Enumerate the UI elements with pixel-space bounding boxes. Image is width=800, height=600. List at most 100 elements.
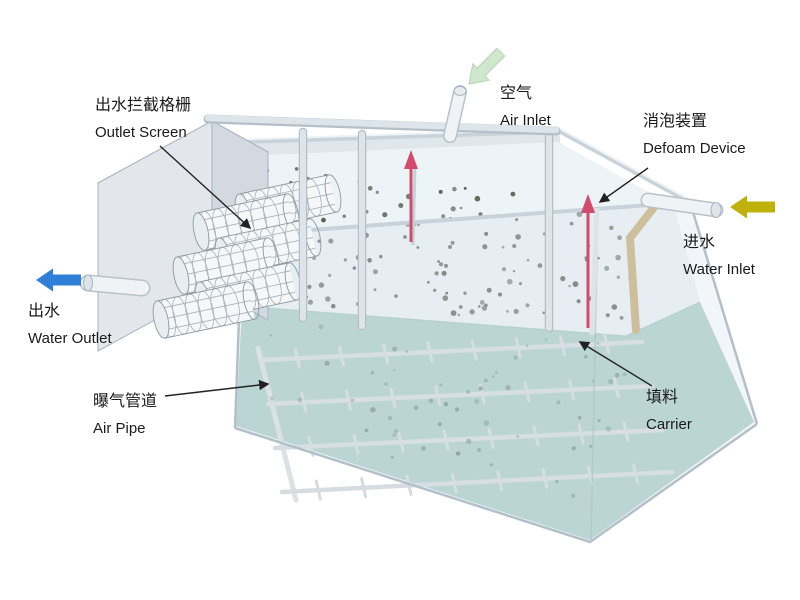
water-inlet-pipe-cap xyxy=(710,202,722,218)
diffuser-tick xyxy=(577,423,585,445)
carrier-dot xyxy=(518,282,523,286)
carrier-dot xyxy=(526,258,530,262)
diffuser-tick xyxy=(344,389,352,411)
carrier-dot xyxy=(441,270,447,276)
carrier-dot xyxy=(479,300,485,305)
carrier-dot xyxy=(616,275,621,279)
water-outlet-arrow xyxy=(36,268,81,292)
label-water-inlet: 进水 Water Inlet xyxy=(683,233,756,278)
carrier-dot xyxy=(437,260,440,263)
air-pipe-label-zh: 曝气管道 xyxy=(93,392,157,410)
carrier-dot xyxy=(392,346,398,352)
carrier-dot xyxy=(416,246,420,249)
carrier-dot xyxy=(609,225,614,230)
carrier-dot xyxy=(438,189,443,194)
carrier-dot xyxy=(307,299,313,305)
defoam-device-label-zh: 消泡装置 xyxy=(643,112,707,130)
carrier-dot xyxy=(525,303,530,308)
carrier-dot xyxy=(571,493,575,498)
carrier-dot xyxy=(458,305,463,309)
carrier-dot xyxy=(465,389,470,394)
defoam-arrow-head xyxy=(581,194,595,213)
carrier-dot xyxy=(328,273,332,277)
carrier-dot xyxy=(556,400,561,405)
carrier-dot xyxy=(454,407,460,412)
air-pipe-leader xyxy=(164,379,270,397)
carrier-dot xyxy=(544,338,548,341)
carrier-dot xyxy=(560,276,566,282)
carrier-dot xyxy=(497,292,503,297)
carrier-dot xyxy=(577,415,582,420)
water-inlet-label-en: Water Inlet xyxy=(683,261,756,278)
carrier-dot xyxy=(510,191,516,197)
air-pipe-label-en: Air Pipe xyxy=(93,420,146,437)
carrier-dot xyxy=(445,291,449,295)
water-body-floor xyxy=(236,302,754,540)
carrier-dot xyxy=(387,416,393,421)
carrier-dot xyxy=(513,355,518,360)
inlet-downpipe xyxy=(625,202,659,334)
carrier-dot xyxy=(370,407,376,413)
carrier-dot xyxy=(393,428,399,434)
carrier-dot xyxy=(507,278,513,285)
carrier-dot xyxy=(392,433,397,437)
air-inlet-pipe xyxy=(444,86,466,142)
carrier-dot xyxy=(439,383,443,387)
carrier-dot xyxy=(428,398,434,404)
carrier-dot xyxy=(537,263,543,268)
carrier-dot xyxy=(596,342,600,345)
carrier-dot xyxy=(605,313,610,318)
label-water-outlet: 出水 Water Outlet xyxy=(28,302,112,347)
carrier-dot xyxy=(372,269,378,275)
carrier-dots-deep xyxy=(269,324,627,498)
defoam-post xyxy=(589,207,600,336)
aeration-pipe-grid xyxy=(255,333,675,503)
diffuser-tick xyxy=(360,477,368,499)
carrier-dot xyxy=(367,258,372,263)
carrier-dot xyxy=(516,435,519,438)
carrier-dot xyxy=(576,211,583,218)
carrier-dot xyxy=(269,396,275,401)
air-inlet-label-zh: 空气 xyxy=(500,84,532,102)
carrier-dot xyxy=(364,428,369,433)
tank xyxy=(228,131,754,540)
carrier-dot xyxy=(427,280,430,284)
carrier-dot xyxy=(390,455,394,459)
carrier-dot xyxy=(569,221,574,226)
carrier-dot xyxy=(384,382,388,386)
carrier-dot xyxy=(513,308,519,314)
diffuser-tick xyxy=(434,385,442,407)
carrier-dot xyxy=(568,284,571,288)
carrier-dot xyxy=(455,451,460,456)
carrier-dot xyxy=(555,479,559,484)
carrier-dot xyxy=(457,313,461,317)
carrier-dot xyxy=(584,355,588,359)
carrier-dot xyxy=(572,281,579,287)
defoam-device-label-en: Defoam Device xyxy=(643,140,746,157)
carrier-dot xyxy=(370,371,375,375)
carrier-dot xyxy=(433,288,437,292)
carrier-dot xyxy=(478,386,483,391)
carrier-dot xyxy=(450,240,455,245)
carrier-dot xyxy=(438,262,444,267)
carrier-dot xyxy=(452,186,457,192)
carrier-dot xyxy=(342,214,346,218)
carrier-dot xyxy=(379,254,383,259)
carrier-dot xyxy=(481,305,488,311)
carrier-dot xyxy=(512,244,517,248)
carrier-dot xyxy=(393,368,396,372)
diffuser-tick xyxy=(514,337,522,359)
air-header-pipe xyxy=(255,345,299,503)
water-outlet-pipe-cap xyxy=(83,274,93,292)
water-inlet-arrow xyxy=(730,195,775,219)
tank-back-wall xyxy=(228,131,560,156)
carrier-dot xyxy=(474,195,481,202)
carrier-dot xyxy=(459,206,463,210)
carrier-dot xyxy=(331,304,336,309)
pipes xyxy=(79,85,724,336)
carrier-dot xyxy=(491,375,495,378)
carrier-dot xyxy=(297,397,303,403)
tank-right-vertical-edge xyxy=(688,201,759,425)
carrier-dot xyxy=(442,295,449,301)
